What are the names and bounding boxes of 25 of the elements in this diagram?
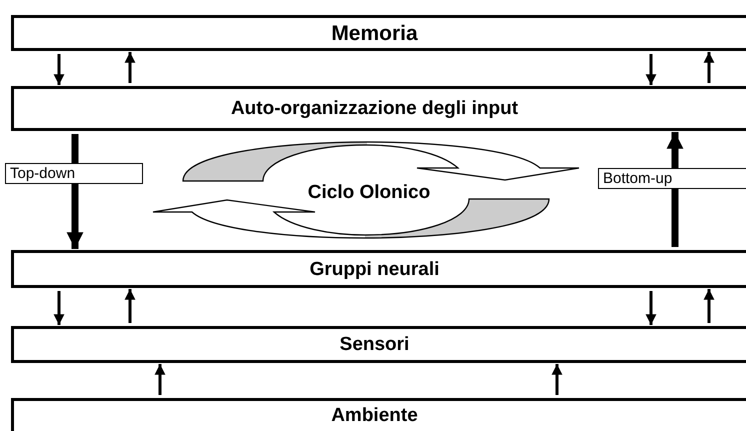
arrow: [54, 291, 64, 325]
layer-title: Gruppi neurali: [310, 260, 440, 278]
arrow: [704, 52, 714, 83]
edge-label: Bottom-up: [598, 168, 746, 189]
arrow: [124, 52, 136, 83]
layer-box: [11, 326, 746, 363]
arrow: [646, 291, 656, 325]
arrow: [646, 54, 656, 85]
layer-box: [11, 250, 746, 288]
arrow: [666, 132, 684, 247]
arrow: [66, 134, 84, 249]
layer-box: [11, 86, 746, 131]
edge-label: Top-down: [5, 163, 143, 184]
layer-box: [11, 15, 746, 51]
layer-box: [11, 398, 746, 431]
arrow: [54, 54, 64, 85]
layer-title: Memoria: [331, 22, 419, 44]
layer-title: Ambiente: [331, 406, 419, 428]
arrow: [704, 289, 714, 323]
layer-title: Auto-organizzazione degli input: [230, 99, 520, 118]
arrow: [154, 364, 166, 395]
arrow: [552, 364, 562, 395]
layer-title: Sensori: [340, 335, 410, 354]
arrow: [124, 289, 136, 323]
cycle-label: Ciclo Olonico: [306, 183, 432, 202]
